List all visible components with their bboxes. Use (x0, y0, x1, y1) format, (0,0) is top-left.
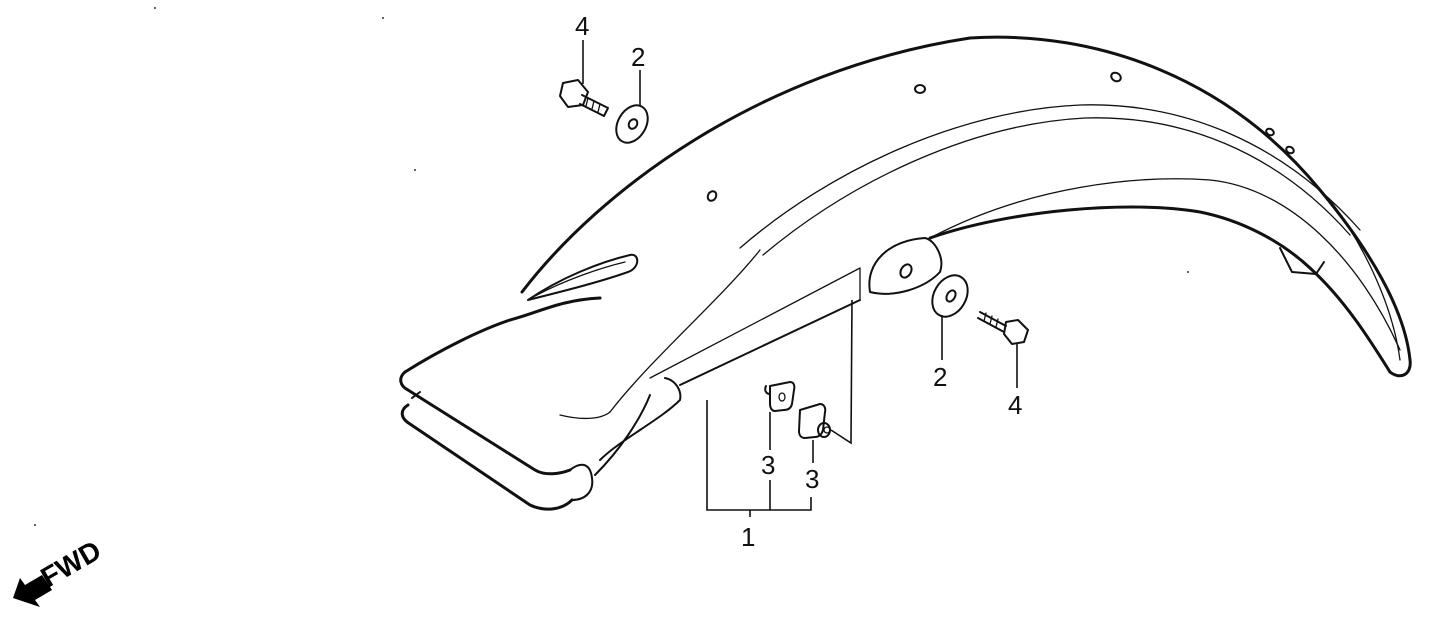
clip-nut-right[interactable] (798, 403, 831, 439)
flange-bolt-top[interactable] (559, 79, 609, 117)
callout-2-top: 2 (631, 42, 645, 72)
fwd-label: FWD (36, 534, 107, 593)
flange-bolt-right[interactable] (977, 311, 1029, 345)
rear-fender (399, 35, 1412, 511)
arrow-down-left-icon (13, 575, 52, 607)
rubber-washer-top[interactable] (610, 100, 654, 149)
callout-3-right: 3 (805, 464, 819, 494)
callout-4-right: 4 (1008, 390, 1022, 420)
callout-1: 1 (741, 522, 755, 552)
callout-4-top: 4 (575, 11, 589, 41)
rubber-washer-right[interactable] (925, 269, 975, 323)
clip-nut-left[interactable] (764, 381, 796, 412)
assembly-bracket-leader (706, 299, 853, 517)
callout-3-left: 3 (761, 450, 775, 480)
forward-direction-indicator: FWD (13, 534, 106, 607)
callout-2-right: 2 (933, 362, 947, 392)
